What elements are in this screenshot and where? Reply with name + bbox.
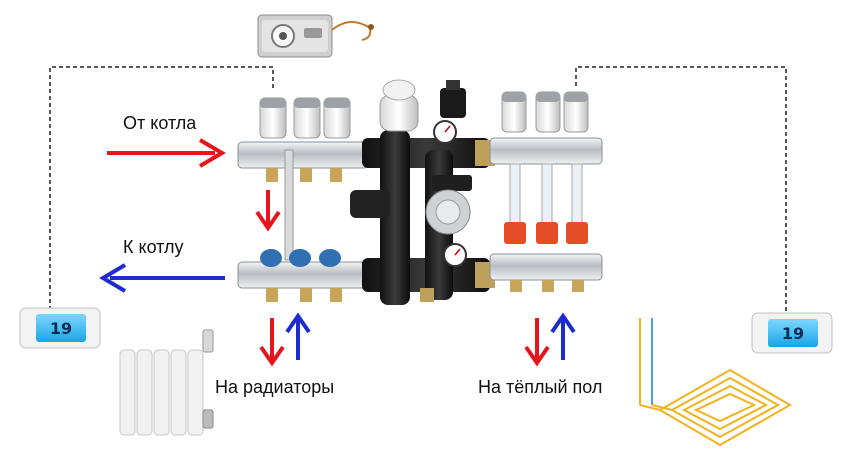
return-to-boiler-arrow [99, 263, 225, 293]
radiator-return-arrow [285, 312, 311, 360]
radiator-icon [119, 329, 214, 436]
room-thermostat-left-icon: 19 [19, 307, 101, 349]
room-thermostat-right-icon: 19 [751, 312, 833, 354]
right-manifold [489, 91, 603, 292]
floor-supply-arrow [524, 318, 550, 367]
control-wire-right [575, 66, 787, 314]
to-floor-label: На тёплый пол [478, 377, 603, 397]
thermostatic-head-icon [379, 79, 419, 132]
radiator-supply-arrow [259, 318, 285, 367]
flow-meter-icon [504, 163, 588, 244]
actuator-icon [501, 91, 589, 133]
pressure-gauge-icon [433, 120, 467, 267]
to-boiler-label: К котлу [123, 237, 184, 257]
actuator-icon [259, 97, 351, 139]
underfloor-heating-icon [639, 318, 792, 447]
mixing-unit [350, 79, 495, 305]
floor-return-arrow [550, 312, 576, 360]
left-manifold [237, 97, 369, 302]
from-boiler-label: От котла [123, 113, 197, 133]
circulation-pump-icon [425, 175, 472, 235]
to-radiators-label: На радиаторы [215, 377, 335, 397]
control-wire-left [49, 66, 274, 312]
balancing-valve-icon [260, 249, 341, 267]
thermostat-left-display: 19 [50, 319, 72, 338]
down-flow-arrow [255, 190, 281, 232]
controller-box-icon [257, 14, 374, 58]
supply-from-boiler-arrow [107, 138, 226, 168]
thermostat-right-display: 19 [782, 324, 804, 343]
